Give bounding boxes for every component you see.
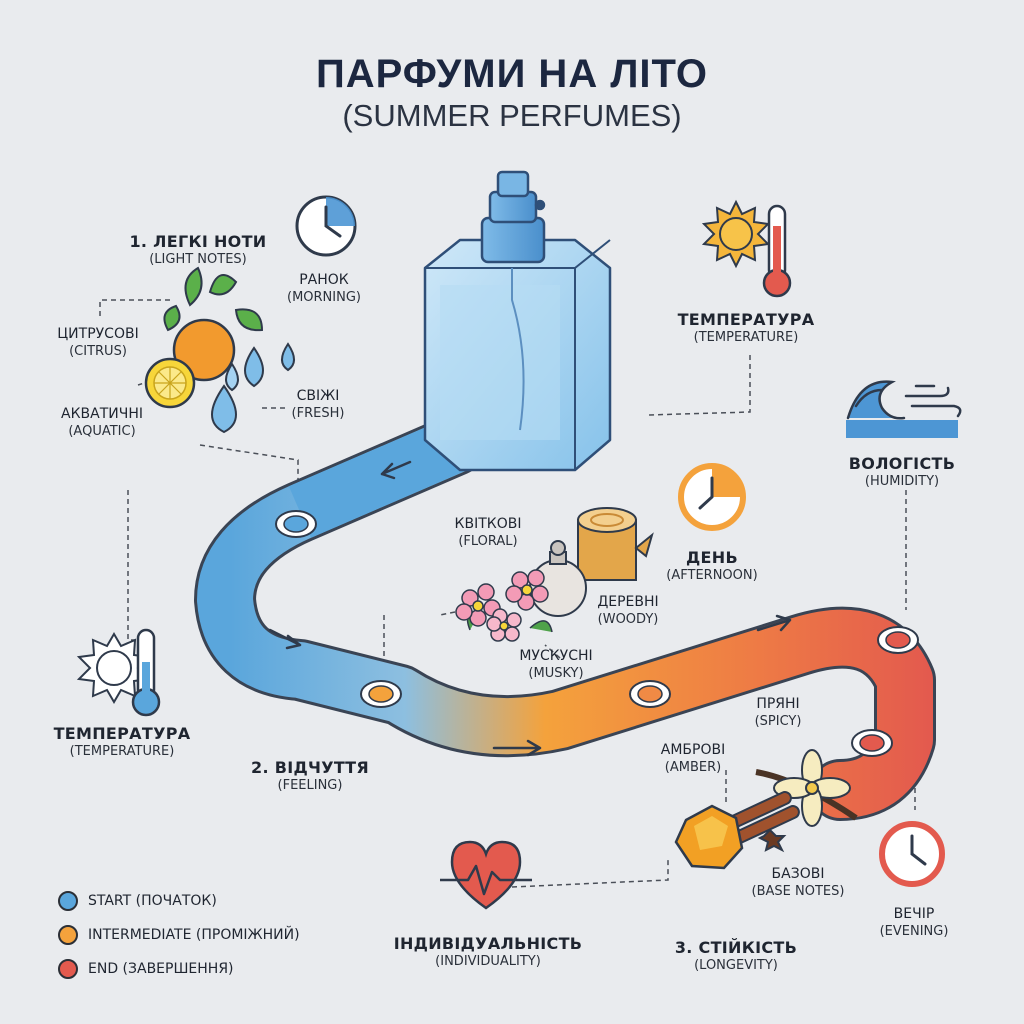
note-musky-uk: МУСКУСНІ	[519, 648, 593, 664]
stage-longevity: 3. СТІЙКІСТЬ (LONGEVITY)	[675, 938, 797, 974]
note-spicy-en: (SPICY)	[754, 713, 802, 729]
marker-start	[275, 510, 317, 538]
sun-icon	[701, 199, 771, 269]
page-title: ПАРФУМИ НА ЛІТО	[315, 52, 709, 96]
factor-individuality: ІНДИВІДУАЛЬНІСТЬ (INDIVIDUALITY)	[394, 934, 583, 970]
stage-light-notes: 1. ЛЕГКІ НОТИ (LIGHT NOTES)	[130, 232, 267, 268]
path-arrows	[268, 460, 792, 757]
note-floral: КВІТКОВІ (FLORAL)	[455, 516, 522, 550]
factor-humidity-en: (HUMIDITY)	[864, 474, 940, 489]
legend-item: INTERMEDIATE (ПРОМІЖНИЙ)	[58, 918, 300, 952]
note-fresh-uk: СВІЖІ	[296, 388, 340, 404]
legend-item: END (ЗАВЕРШЕННЯ)	[58, 952, 300, 986]
note-woody: ДЕРЕВНІ (WOODY)	[597, 594, 658, 628]
note-aquatic-uk: АКВАТИЧНІ	[61, 406, 143, 422]
clock-morning-icon	[295, 195, 357, 257]
legend-dot-icon	[58, 959, 78, 979]
factor-temperature-right-en: (TEMPERATURE)	[693, 330, 799, 345]
note-spicy: ПРЯНІ (SPICY)	[755, 696, 802, 730]
note-woody-uk: ДЕРЕВНІ	[597, 594, 659, 610]
stage-feeling: 2. ВІДЧУТТЯ (FEELING)	[251, 758, 369, 794]
note-base-en: (BASE NOTES)	[751, 883, 845, 899]
time-afternoon-uk: ДЕНЬ	[686, 548, 738, 567]
note-musky: МУСКУСНІ (MUSKY)	[519, 648, 592, 682]
clock-evening-icon	[879, 821, 945, 887]
flow-path	[194, 414, 936, 821]
stage-feeling-title: 2. ВІДЧУТТЯ	[251, 758, 369, 777]
thermometer-left-icon	[131, 628, 161, 717]
note-amber-en: (AMBER)	[664, 759, 722, 775]
stage-longevity-title: 3. СТІЙКІСТЬ	[674, 938, 798, 957]
note-floral-en: (FLORAL)	[458, 533, 518, 549]
wave-wind-icon	[846, 380, 962, 438]
note-fresh-en: (FRESH)	[291, 405, 345, 421]
note-spicy-uk: ПРЯНІ	[756, 696, 800, 712]
page-subtitle: (SUMMER PERFUMES)	[342, 98, 682, 133]
time-afternoon-en: (AFTERNOON)	[666, 568, 758, 583]
factor-temperature-left: ТЕМПЕРАТУРА (TEMPERATURE)	[54, 724, 191, 760]
note-woody-en: (WOODY)	[597, 611, 659, 627]
marker-intermediate-2	[629, 680, 671, 708]
perfume-bottle-icon	[423, 170, 612, 472]
factor-humidity: ВОЛОГІСТЬ (HUMIDITY)	[849, 454, 955, 490]
note-base: БАЗОВІ (BASE NOTES)	[752, 866, 845, 900]
note-citrus-en: (CITRUS)	[69, 343, 127, 359]
legend-label: INTERMEDIATE (ПРОМІЖНИЙ)	[88, 927, 300, 943]
clock-afternoon-icon	[678, 463, 746, 531]
stage-light-notes-subtitle: (LIGHT NOTES)	[149, 252, 247, 267]
amber-stone-icon	[674, 804, 744, 870]
stage-longevity-subtitle: (LONGEVITY)	[694, 958, 778, 973]
note-musky-en: (MUSKY)	[528, 665, 584, 681]
factor-individuality-en: (INDIVIDUALITY)	[435, 954, 541, 969]
marker-end-2	[851, 729, 893, 757]
note-base-uk: БАЗОВІ	[771, 866, 825, 882]
factor-temperature-left-uk: ТЕМПЕРАТУРА	[53, 724, 191, 743]
marker-end-1	[877, 626, 919, 654]
note-fresh: СВІЖІ (FRESH)	[292, 388, 345, 422]
heart-pulse-icon	[440, 840, 532, 910]
stage-feeling-subtitle: (FEELING)	[277, 778, 343, 793]
time-morning-en: (MORNING)	[287, 289, 361, 305]
time-afternoon: ДЕНЬ (AFTERNOON)	[666, 548, 757, 584]
legend-dot-icon	[58, 925, 78, 945]
note-amber-uk: АМБРОВІ	[660, 742, 726, 758]
legend-item: START (ПОЧАТОК)	[58, 884, 300, 918]
factor-temperature-right: ТЕМПЕРАТУРА (TEMPERATURE)	[678, 310, 815, 346]
note-amber: АМБРОВІ (AMBER)	[661, 742, 725, 776]
marker-intermediate-1	[360, 680, 402, 708]
time-morning-uk: РАНОК	[299, 272, 349, 288]
factor-temperature-right-uk: ТЕМПЕРАТУРА	[677, 310, 815, 329]
time-evening-uk: ВЕЧІР	[893, 906, 935, 922]
legend-label: START (ПОЧАТОК)	[88, 893, 217, 909]
stage-markers	[275, 510, 919, 757]
stage-light-notes-title: 1. ЛЕГКІ НОТИ	[129, 232, 267, 251]
water-drops-icon	[211, 342, 295, 434]
thermometer-right-icon	[762, 204, 792, 298]
wood-log-icon	[577, 507, 654, 581]
note-aquatic-en: (AQUATIC)	[68, 423, 136, 439]
legend-dot-icon	[58, 891, 78, 911]
time-evening-en: (EVENING)	[879, 923, 949, 939]
flowers-icon	[455, 569, 553, 642]
factor-humidity-uk: ВОЛОГІСТЬ	[848, 454, 956, 473]
time-morning: РАНОК (MORNING)	[287, 272, 361, 306]
note-citrus-uk: ЦИТРУСОВІ	[57, 326, 139, 342]
citrus-fruit-icon	[144, 266, 264, 409]
note-citrus: ЦИТРУСОВІ (CITRUS)	[57, 326, 138, 360]
legend-label: END (ЗАВЕРШЕННЯ)	[88, 961, 234, 977]
vanilla-flower-icon	[755, 749, 858, 827]
time-evening: ВЕЧІР (EVENING)	[880, 906, 949, 940]
note-floral-uk: КВІТКОВІ	[454, 516, 522, 532]
note-aquatic: АКВАТИЧНІ (AQUATIC)	[61, 406, 143, 440]
factor-individuality-uk: ІНДИВІДУАЛЬНІСТЬ	[393, 934, 583, 953]
legend: START (ПОЧАТОК) INTERMEDIATE (ПРОМІЖНИЙ) E…	[58, 884, 300, 986]
factor-temperature-left-en: (TEMPERATURE)	[69, 744, 175, 759]
